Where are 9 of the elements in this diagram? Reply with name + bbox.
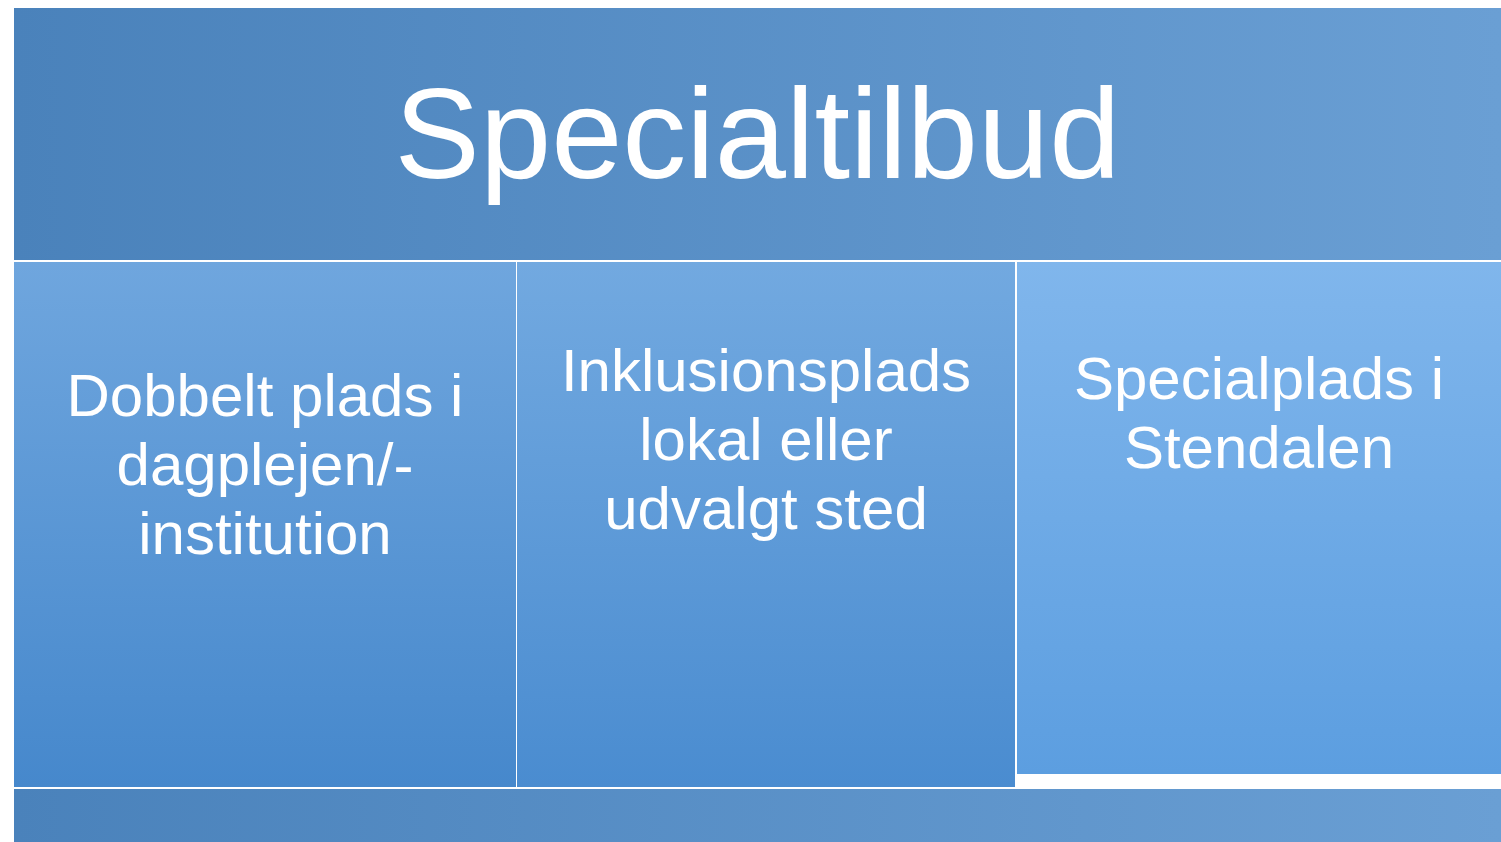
panel-text: Inklusionsplads lokal eller udvalgt sted xyxy=(559,336,973,543)
panel-text: Specialplads i Stendalen xyxy=(1072,344,1446,482)
category-panel xyxy=(1017,262,1501,774)
category-panel xyxy=(517,262,1015,787)
header-band xyxy=(14,8,1501,260)
footer-band xyxy=(14,789,1501,842)
panel-text: Dobbelt plads i dagplejen/-institution xyxy=(65,361,465,568)
category-panel xyxy=(14,262,516,787)
heading-text: Specialtilbud xyxy=(394,61,1121,208)
